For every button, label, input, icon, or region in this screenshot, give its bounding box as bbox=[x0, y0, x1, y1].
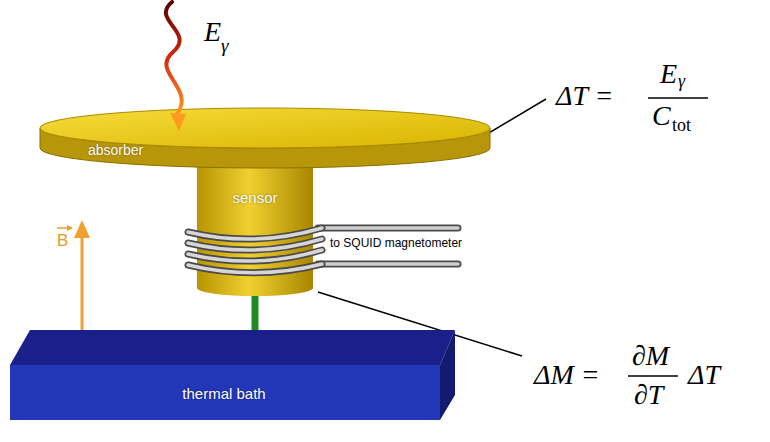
fraction-bar bbox=[648, 97, 708, 99]
fraction-bar bbox=[628, 375, 678, 377]
formula-term: ΔT = bbox=[556, 82, 613, 110]
energy-symbol: E bbox=[204, 18, 221, 46]
formula-term: ∂T bbox=[634, 381, 663, 409]
part-label: sensor bbox=[197, 190, 313, 205]
absorber-disk: absorber bbox=[38, 104, 494, 172]
formula-term-box: ΔT bbox=[688, 361, 720, 389]
formula-term-box: ΔM = bbox=[534, 361, 600, 389]
node-outline bbox=[38, 104, 494, 172]
formula-term: ∂M bbox=[632, 342, 669, 370]
formula-term: ΔM = bbox=[534, 361, 600, 389]
field-symbol-box: B bbox=[57, 232, 68, 249]
formula-term: C bbox=[652, 102, 671, 130]
part-label: absorber bbox=[88, 143, 143, 157]
formula-term-box: E bbox=[660, 60, 677, 88]
wire-label-box: to SQUID magnetometer bbox=[330, 237, 462, 249]
subscript-box: γ bbox=[678, 72, 685, 90]
vector-mark bbox=[67, 225, 73, 231]
formula-term-box: C bbox=[652, 102, 671, 130]
formula-term-box: ∂T bbox=[634, 381, 663, 409]
field-symbol: B bbox=[57, 232, 68, 249]
subscript: tot bbox=[672, 116, 691, 134]
field-arrow bbox=[81, 234, 84, 330]
formula-term: ΔT bbox=[688, 361, 720, 389]
energy-symbol-box: E bbox=[204, 18, 221, 46]
node-outline bbox=[8, 325, 458, 422]
wire-label: to SQUID magnetometer bbox=[330, 237, 462, 249]
thermal-bath-block: thermal bath bbox=[8, 325, 458, 422]
subscript-box: tot bbox=[672, 116, 691, 134]
formula-term-box: ∂M bbox=[632, 342, 669, 370]
formula-term: E bbox=[660, 60, 677, 88]
field-arrowhead bbox=[74, 220, 90, 238]
subscript-box: γ bbox=[221, 36, 229, 55]
formula-term-box: ΔT = bbox=[556, 82, 613, 110]
subscript: γ bbox=[678, 72, 685, 90]
subscript: γ bbox=[221, 36, 229, 55]
part-label: thermal bath bbox=[8, 386, 440, 401]
